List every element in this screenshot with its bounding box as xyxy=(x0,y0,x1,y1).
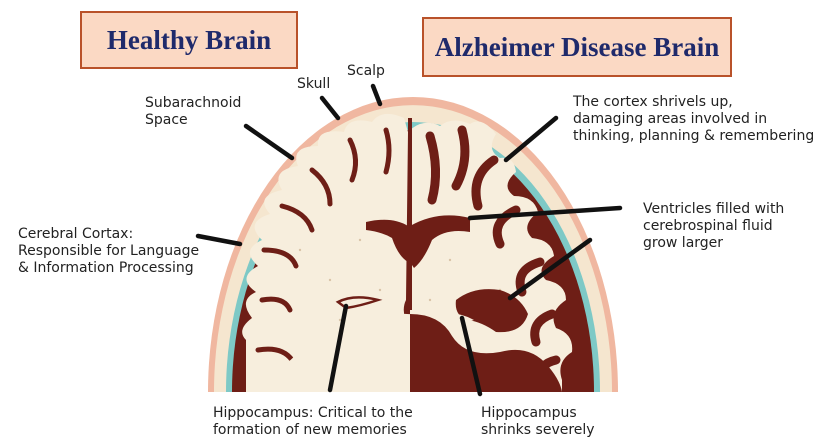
label-skull: Skull xyxy=(297,76,331,92)
title-alzheimer-brain: Alzheimer Disease Brain xyxy=(422,17,732,77)
label-cortex-shrivels: The cortex shrivels up, damaging areas i… xyxy=(573,94,814,145)
label-hippocampus-diseased: Hippocampus shrinks severely xyxy=(481,405,595,439)
label-hippo-right-line1: Hippocampus xyxy=(481,405,577,421)
diseased-base xyxy=(410,314,562,392)
label-subarachnoid-line1: Subarachnoid xyxy=(145,95,242,111)
label-cerebral-line1: Cerebral Cortax: xyxy=(18,226,134,242)
ventricle-left xyxy=(366,219,408,262)
label-ventricles-line3: grow larger xyxy=(643,235,724,251)
label-ventricles: Ventricles filled with cerebrospinal flu… xyxy=(643,201,784,252)
label-hippocampus-healthy: Hippocampus: Critical to the formation o… xyxy=(213,405,413,439)
label-cerebral-cortex: Cerebral Cortax: Responsible for Languag… xyxy=(18,226,199,277)
diseased-white-matter xyxy=(410,120,573,392)
label-cortex-line2: damaging areas involved in xyxy=(573,111,768,127)
label-cortex-line1: The cortex shrivels up, xyxy=(573,94,733,110)
label-ventricles-line2: cerebrospinal fluid xyxy=(643,218,773,234)
label-cerebral-line2: Responsible for Language xyxy=(18,243,200,259)
title-healthy-brain: Healthy Brain xyxy=(80,11,298,69)
ventricle-right xyxy=(410,215,470,268)
label-subarachnoid-line2: Space xyxy=(145,112,188,128)
label-ventricles-line1: Ventricles filled with xyxy=(643,201,785,217)
callout-lines xyxy=(195,83,623,397)
label-subarachnoid: Subarachnoid Space xyxy=(145,95,241,129)
label-cerebral-line3: & Information Processing xyxy=(18,260,194,276)
label-hippo-left-line1: Hippocampus: Critical to the xyxy=(213,405,413,421)
label-hippo-right-line2: shrinks severely xyxy=(481,422,595,438)
healthy-sulci xyxy=(255,127,392,363)
healthy-white-matter xyxy=(242,113,410,392)
label-hippo-left-line2: formation of new memories xyxy=(213,422,407,438)
label-scalp: Scalp xyxy=(347,63,385,79)
label-cortex-line3: thinking, planning & remembering xyxy=(573,128,815,144)
